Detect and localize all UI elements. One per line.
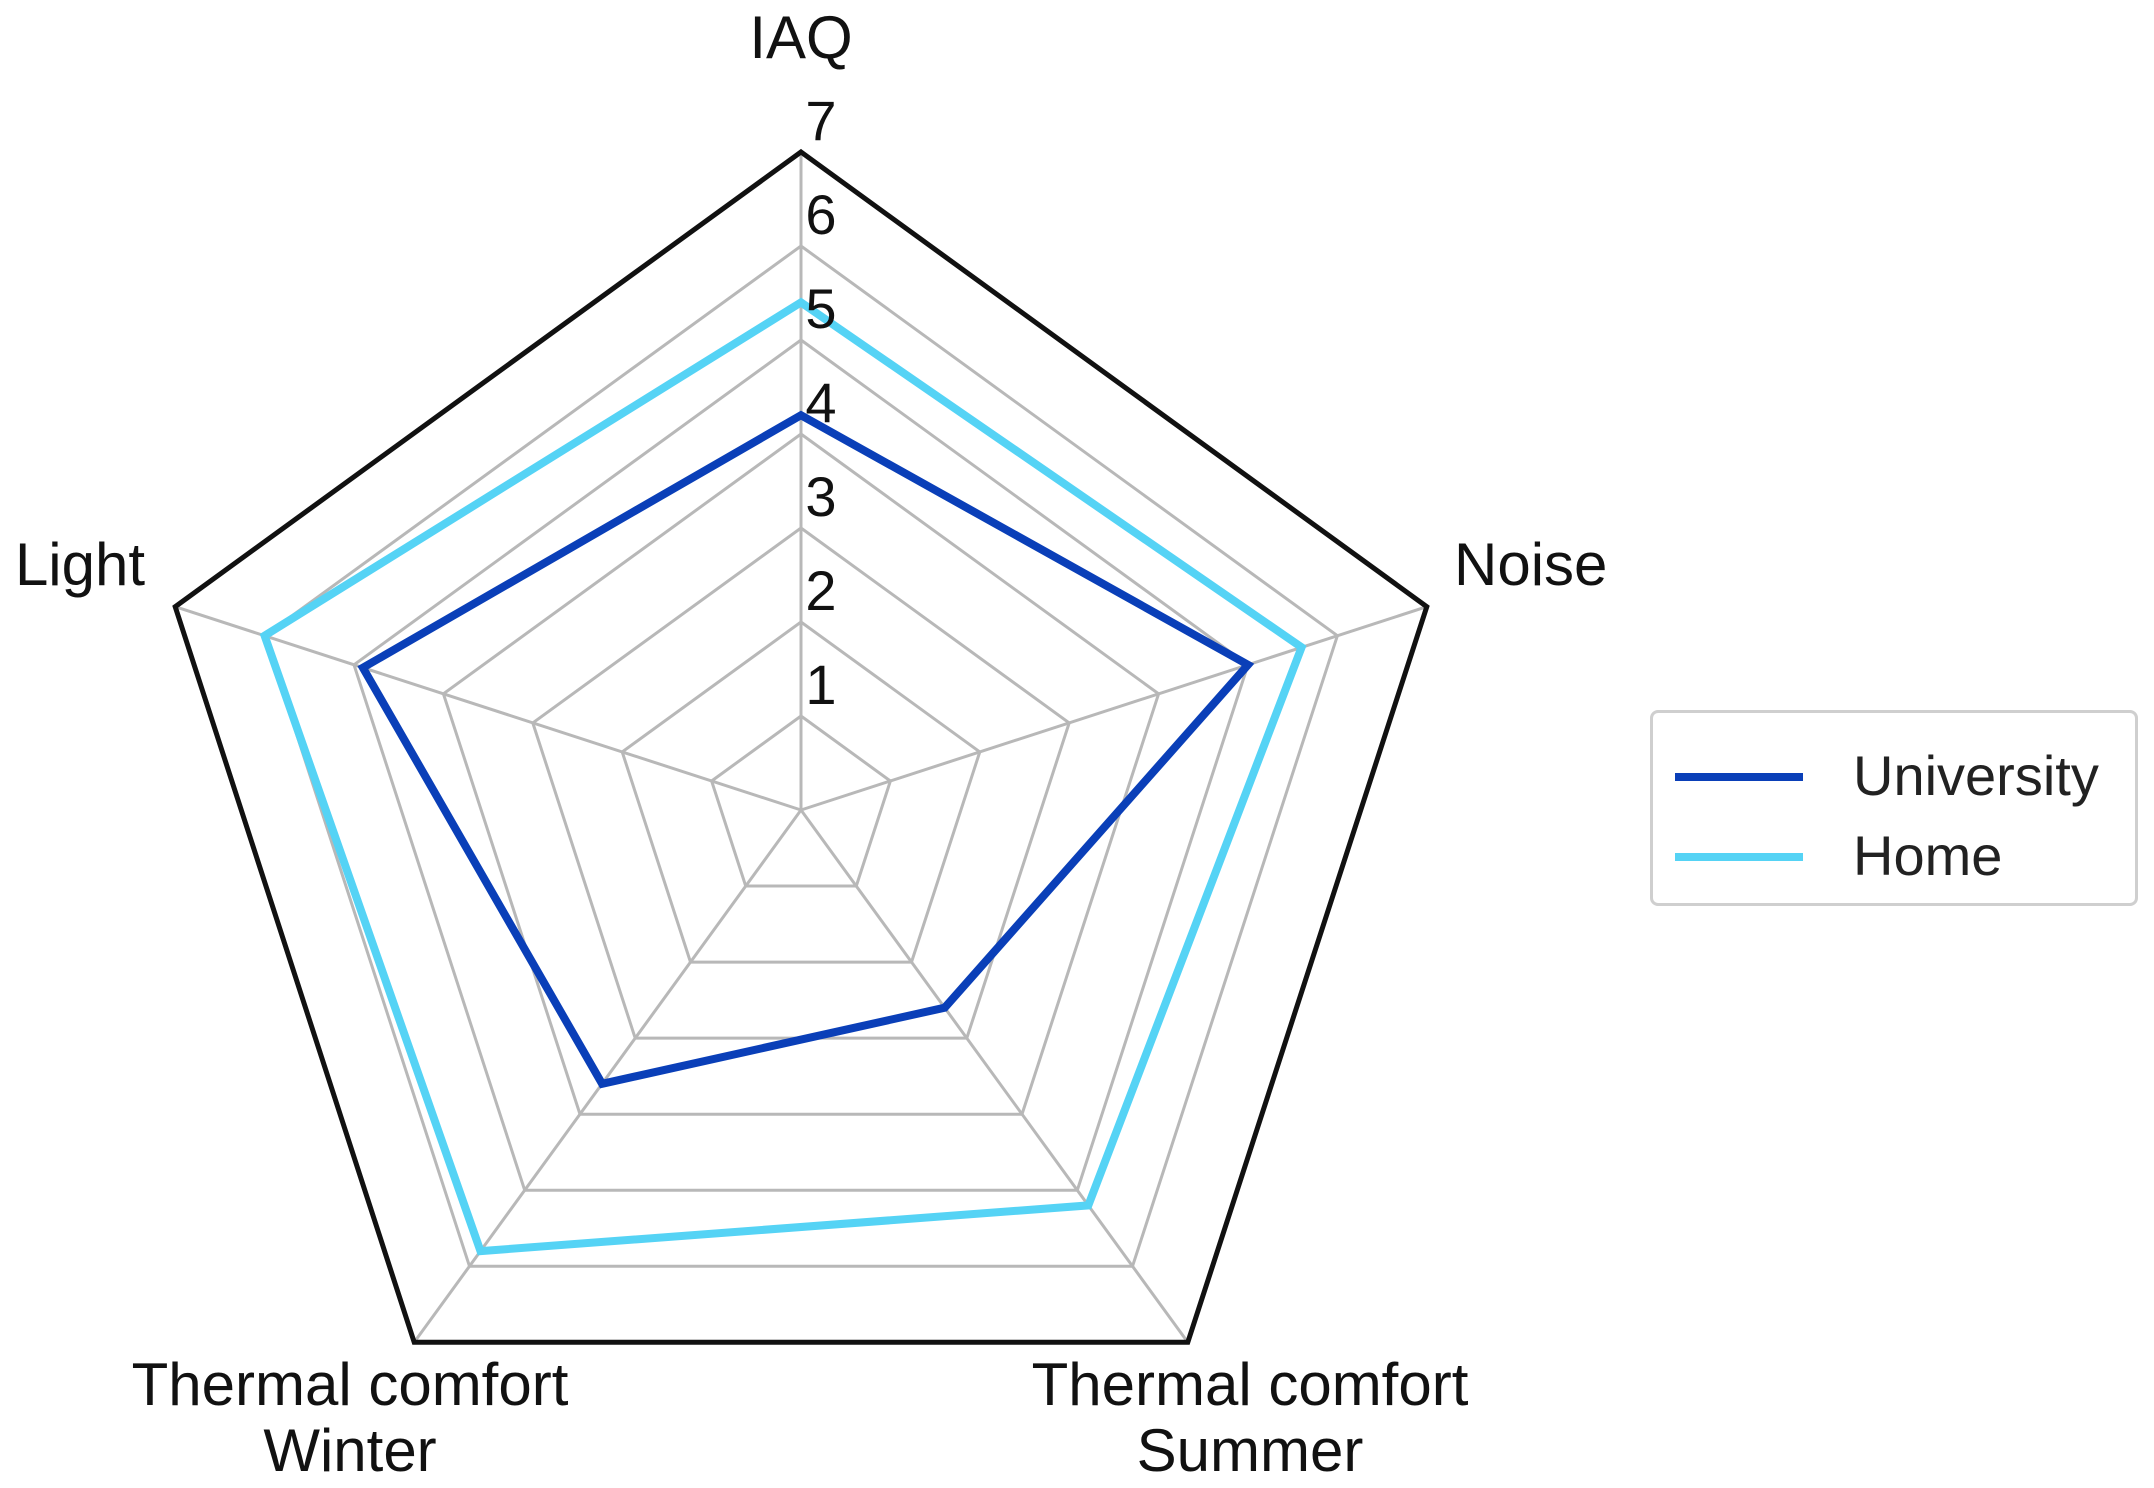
legend-swatch-university — [1675, 773, 1803, 781]
legend: University Home — [1650, 710, 2138, 906]
grid-ring-2 — [620, 620, 982, 964]
series-home-line — [259, 297, 1307, 1256]
grid-ring-4 — [441, 432, 1161, 1116]
tick-label-4: 4 — [805, 371, 836, 434]
grid-spoke-4 — [412, 809, 803, 1344]
grid-ring-1 — [709, 714, 893, 888]
series-university-line — [357, 410, 1255, 1089]
tick-label-6: 6 — [805, 183, 836, 246]
legend-label-university: University — [1853, 744, 2099, 807]
axis-label-iaq: IAQ — [749, 4, 852, 71]
tick-label-3: 3 — [805, 465, 836, 528]
axis-label-noise: Noise — [1454, 531, 1607, 598]
tick-label-7: 7 — [805, 89, 836, 152]
radar-outer-frame — [172, 148, 1430, 1345]
axis-label-light: Light — [15, 531, 145, 598]
tick-label-5: 5 — [805, 277, 836, 340]
legend-swatch-home — [1675, 853, 1803, 861]
tick-label-2: 2 — [805, 559, 836, 622]
tick-label-1: 1 — [805, 653, 836, 716]
grid-ring-5 — [352, 338, 1250, 1192]
legend-item-home: Home — [1653, 817, 2135, 897]
grid-ring-6 — [262, 244, 1340, 1268]
grid-spoke-5 — [174, 605, 802, 812]
legend-label-home: Home — [1853, 824, 2003, 887]
grid-spoke-3 — [799, 809, 1190, 1344]
grid-spoke-2 — [800, 605, 1428, 812]
legend-item-university: University — [1653, 737, 2135, 817]
